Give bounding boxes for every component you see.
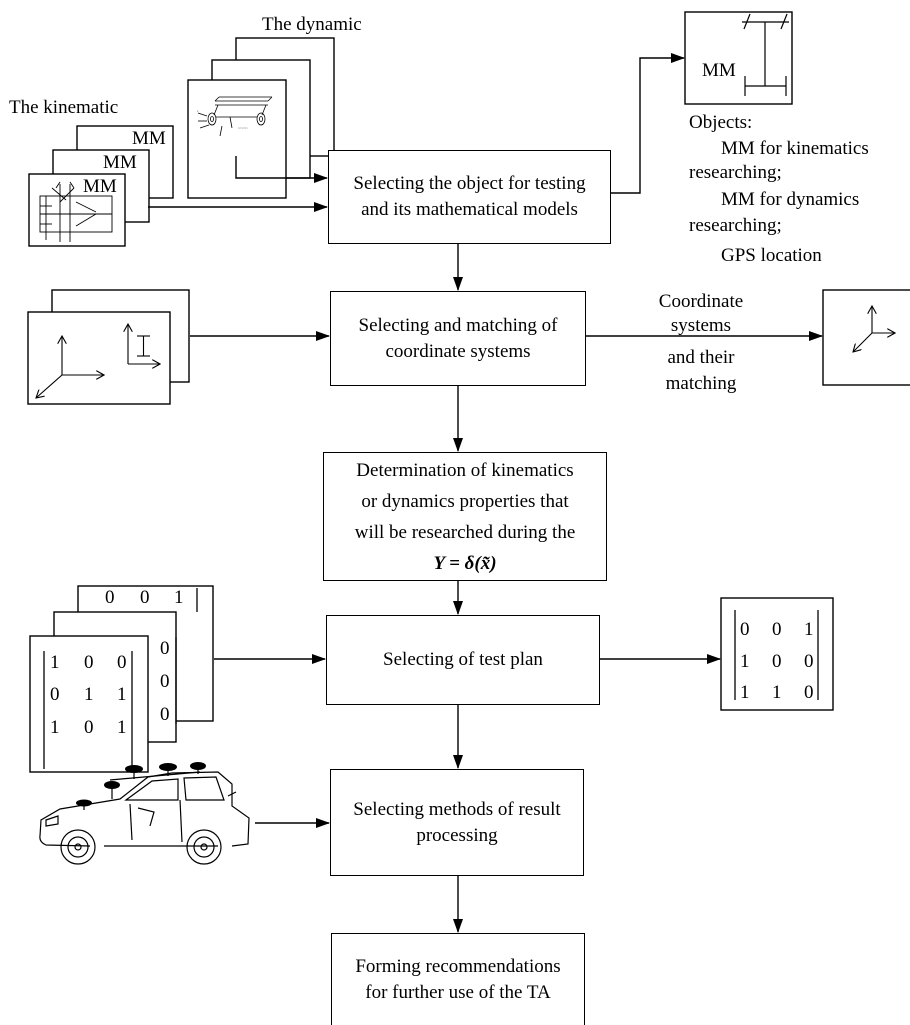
- mm-label-back: MM: [132, 128, 166, 149]
- objects-line: MM for kinematics: [721, 138, 869, 159]
- matrix-cell: 1: [50, 652, 60, 673]
- matrix-cell: 0: [105, 587, 115, 608]
- matrix-cell: 0: [50, 684, 60, 705]
- dynamic-label: The dynamic: [262, 14, 362, 35]
- svg-text:~~~~~~: ~~~~~~: [238, 126, 248, 130]
- matrix-cell: 0: [772, 619, 782, 640]
- objects-line: researching;: [689, 162, 782, 183]
- test-plan-box: Selecting of test plan: [326, 615, 600, 705]
- matrix-cell: 1: [117, 684, 127, 705]
- coord-output-axes: [853, 306, 895, 352]
- arrow-dynamic-to-object: [235, 156, 328, 183]
- matrix-cell: 0: [804, 651, 814, 672]
- research-formula: Y = δ(x̃): [433, 552, 497, 574]
- box-line: and its mathematical models: [361, 199, 578, 220]
- svg-text:c: c: [197, 109, 199, 113]
- gps-antennas: [76, 762, 206, 807]
- properties-box: Determination of kinematics or dynamics …: [323, 452, 607, 581]
- matrix-cell: 0: [117, 652, 127, 673]
- objects-line: GPS location: [721, 245, 822, 266]
- matrix-cell: 0: [140, 587, 150, 608]
- box-line: Selecting methods of result: [353, 798, 561, 820]
- objects-thumbnail-sketch: [742, 13, 789, 96]
- coord-output-frame: [822, 289, 910, 386]
- box-line: Selecting of test plan: [383, 649, 543, 670]
- matrix-cell: 0: [740, 619, 750, 640]
- mm-label-front: MM: [83, 176, 117, 197]
- matrix-delimiters: [43, 588, 819, 769]
- coordinate-systems-box: Selecting and matching of coordinate sys…: [330, 291, 586, 386]
- matrix-cell: 1: [804, 619, 814, 640]
- box-line: Forming recommendations: [355, 955, 561, 977]
- box-line: Selecting the object for testing: [353, 173, 586, 194]
- result-processing-box: Selecting methods of result processing: [330, 769, 584, 876]
- kinematic-page-1: [28, 173, 126, 247]
- arrow-object-to-objects: [611, 53, 685, 194]
- matrix-cell: 0: [772, 651, 782, 672]
- box-line: for further use of the TA: [365, 981, 551, 1003]
- matrix-cell: 1: [740, 682, 750, 703]
- matrix-cell: 1: [117, 717, 127, 738]
- kinematic-label: The kinematic: [9, 97, 119, 118]
- box-line: coordinate systems: [385, 340, 531, 362]
- matrix-cell: 0: [160, 638, 170, 659]
- coord-caption-line: Coordinate: [658, 291, 744, 312]
- select-object-box: Selecting the object for testing and its…: [328, 150, 611, 244]
- matrix-cell: 1: [50, 717, 60, 738]
- objects-line: MM for dynamics: [721, 189, 860, 210]
- matrix-cell: 0: [84, 717, 94, 738]
- objects-mm-label: MM: [702, 60, 736, 81]
- box-line: Determination of kinematics: [356, 459, 574, 481]
- box-line: or dynamics properties that: [361, 490, 569, 512]
- matrix-cell: 1: [174, 587, 184, 608]
- coord-caption-line: matching: [665, 373, 737, 394]
- objects-thumbnail: [684, 11, 793, 105]
- box-line: will be researched during the: [354, 521, 576, 543]
- objects-line: researching;: [689, 215, 782, 236]
- matrix-cell: 0: [804, 682, 814, 703]
- matrix-page-front: [29, 635, 149, 773]
- coord-page-front: [27, 311, 171, 405]
- car-illustration: [39, 768, 250, 865]
- box-line: processing: [416, 824, 498, 846]
- matrix-cell: 0: [160, 704, 170, 725]
- matrix-cell: 1: [772, 682, 782, 703]
- matrix-cell: 1: [740, 651, 750, 672]
- kinematic-mm-sketch: [39, 181, 113, 242]
- matrix-cell: 0: [84, 652, 94, 673]
- coord-caption-line: systems: [670, 315, 732, 336]
- recommendations-box: Forming recommendations for further use …: [331, 933, 585, 1025]
- matrix-cell: 1: [84, 684, 94, 705]
- coord-axes-sketch: [36, 324, 160, 398]
- box-line: Selecting and matching of: [358, 314, 558, 336]
- result-matrix-frame: [720, 597, 834, 711]
- objects-title: Objects:: [689, 112, 753, 133]
- matrix-cell: 0: [160, 671, 170, 692]
- dynamic-mm-sketch: c ~~~~~~: [197, 96, 273, 137]
- coord-caption-line: and their: [667, 347, 735, 368]
- mm-label-mid: MM: [103, 152, 137, 173]
